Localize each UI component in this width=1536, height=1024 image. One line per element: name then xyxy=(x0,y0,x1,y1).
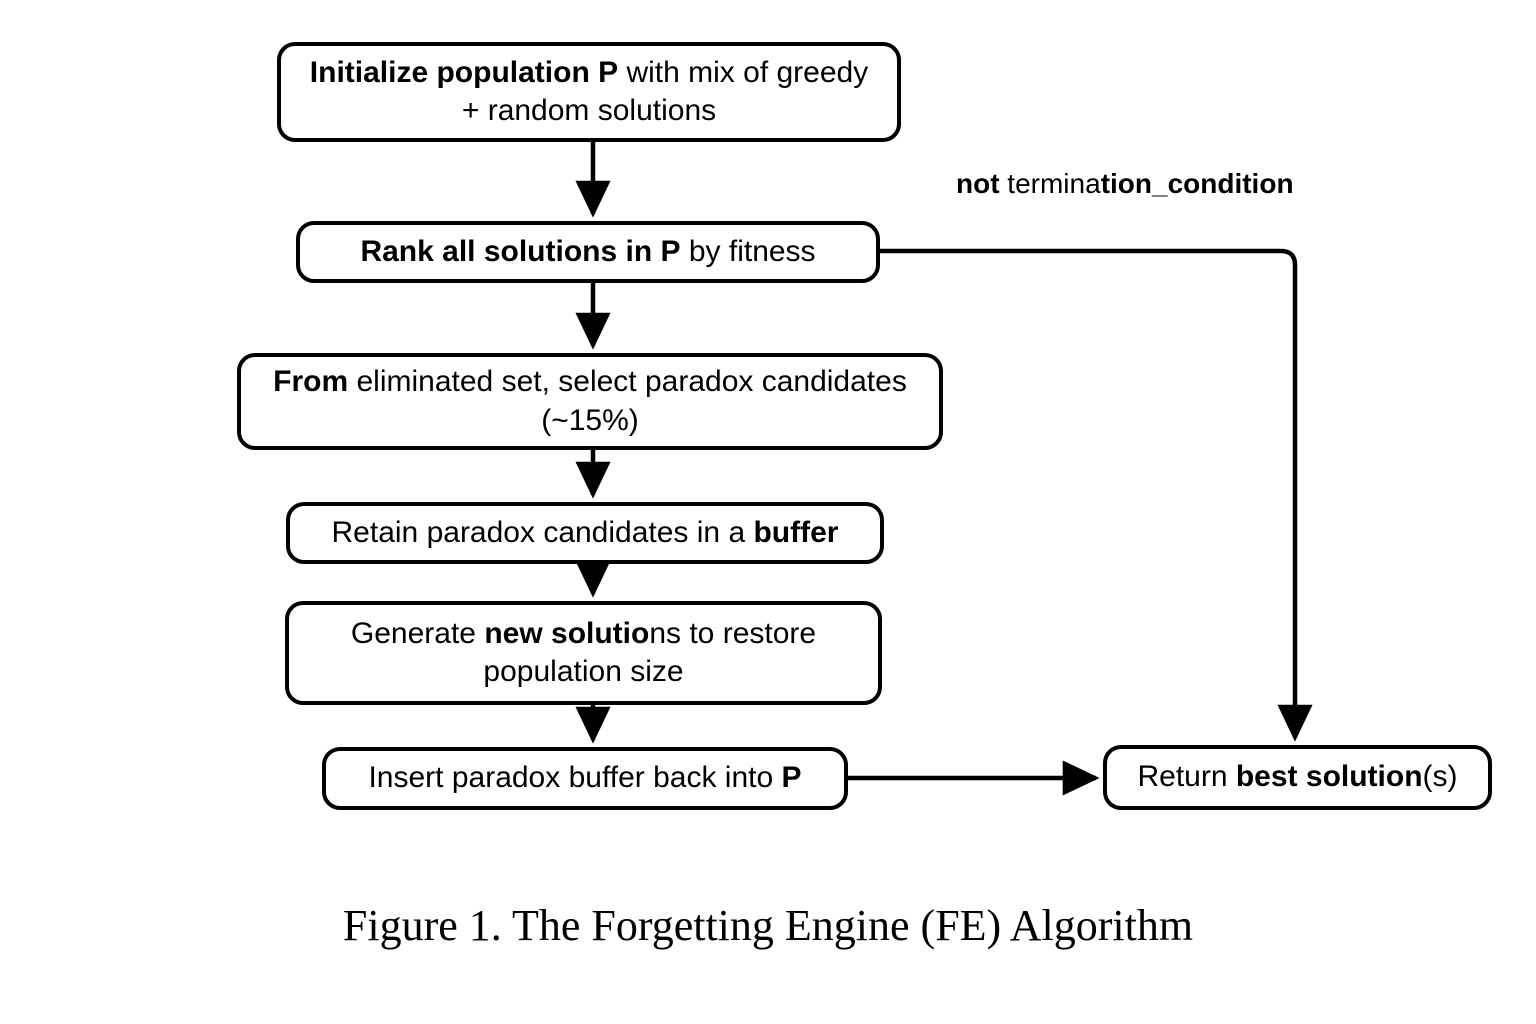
return-best-solution-label: Return best solution(s) xyxy=(1121,758,1474,796)
select-paradox-rest: eliminated set, select paradox candidate… xyxy=(348,365,907,399)
initialize-population-line2: + random solutions xyxy=(461,94,717,127)
retain-paradox-label: Retain paradox candidates in a buffer xyxy=(304,514,866,552)
generate-line2: population size xyxy=(483,655,684,688)
edge-label-not-termination-condition: not termination_condition xyxy=(956,167,1294,201)
select-paradox-candidates-label: From eliminated set, select paradox cand… xyxy=(255,363,925,440)
return-bold: best solution xyxy=(1235,760,1423,794)
generate-new-solutions-node[interactable]: Generate new solutions to restore populat… xyxy=(285,601,882,705)
edge-label-bold-not: not xyxy=(956,168,1000,199)
select-paradox-candidates-node[interactable]: From eliminated set, select paradox cand… xyxy=(237,353,943,450)
select-paradox-line2: (~15%) xyxy=(541,403,639,437)
arrow-rank-loop-to-return xyxy=(880,248,1313,742)
insert-paradox-bold: P xyxy=(781,761,802,795)
generate-bold: new solutio xyxy=(484,616,650,650)
figure-caption: Figure 1. The Forgetting Engine (FE) Alg… xyxy=(342,901,1194,950)
rank-solutions-bold: Rank all solutions in P xyxy=(360,234,681,268)
rank-solutions-node[interactable]: Rank all solutions in P by fitness xyxy=(296,221,880,283)
initialize-population-node[interactable]: Initialize population P with mix of gree… xyxy=(277,42,901,142)
rank-solutions-rest: by fitness xyxy=(680,234,816,268)
retain-paradox-rest: Retain paradox candidates in a xyxy=(331,515,754,549)
insert-paradox-rest: Insert paradox buffer back into xyxy=(368,761,782,795)
return-pre: Return xyxy=(1137,760,1236,794)
retain-paradox-bold: buffer xyxy=(753,515,839,549)
generate-post: ns to restore xyxy=(649,616,817,650)
return-post: (s) xyxy=(1422,760,1458,794)
insert-paradox-label: Insert paradox buffer back into P xyxy=(340,759,830,797)
initialize-population-bold: Initialize population P xyxy=(309,55,619,89)
select-paradox-bold: From xyxy=(273,365,349,399)
edge-label-bold-condition: tion_condition xyxy=(1100,168,1294,199)
initialize-population-label: Initialize population P with mix of gree… xyxy=(295,54,883,131)
edge-label-rest: termina xyxy=(999,168,1101,199)
generate-pre: Generate xyxy=(350,616,485,650)
initialize-population-rest: with mix of greedy xyxy=(618,55,869,89)
retain-paradox-buffer-node[interactable]: Retain paradox candidates in a buffer xyxy=(286,502,884,564)
insert-paradox-buffer-node[interactable]: Insert paradox buffer back into P xyxy=(322,747,848,810)
return-best-solution-node[interactable]: Return best solution(s) xyxy=(1103,745,1492,810)
generate-new-solutions-label: Generate new solutions to restore populat… xyxy=(303,615,864,692)
rank-solutions-label: Rank all solutions in P by fitness xyxy=(314,233,862,271)
